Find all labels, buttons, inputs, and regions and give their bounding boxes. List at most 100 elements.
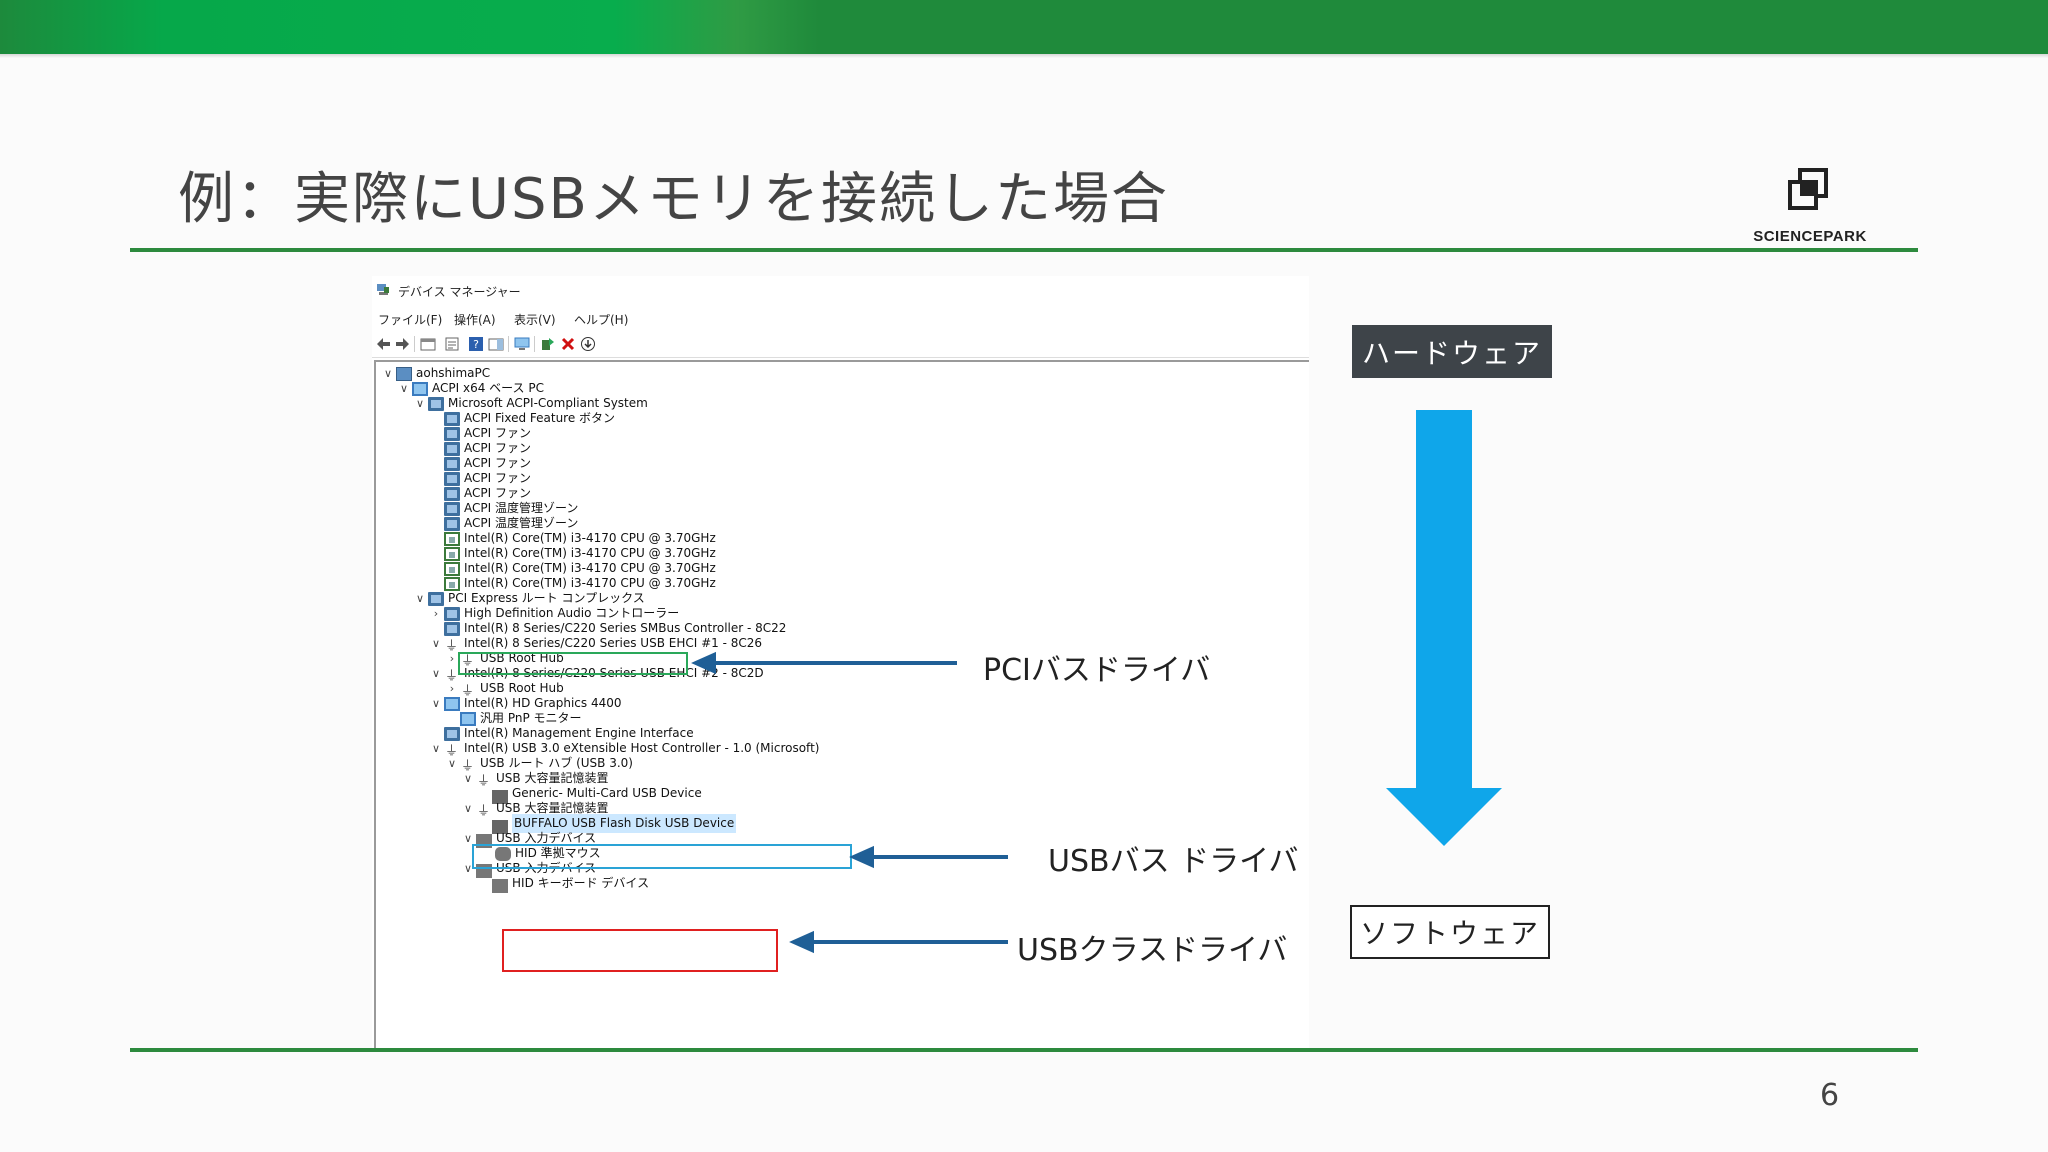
expand-chevron-icon[interactable]: ∨ <box>431 742 441 755</box>
back-arrow-icon[interactable] <box>376 336 392 352</box>
menu-view[interactable]: 表示(V) <box>514 313 556 327</box>
update-driver-icon[interactable] <box>540 336 556 352</box>
tree-item[interactable]: ∨ aohshimaPC <box>380 364 490 383</box>
tree-item[interactable]: ACPI 温度管理ゾーン <box>428 514 578 533</box>
usb-icon <box>460 650 476 669</box>
uninstall-device-icon[interactable] <box>560 336 576 352</box>
expand-chevron-icon[interactable]: ∨ <box>463 832 473 845</box>
tree-item[interactable]: ACPI ファン <box>428 469 531 488</box>
tree-item[interactable]: ∨ PCI Express ルート コンプレックス <box>412 589 645 608</box>
expand-chevron-icon[interactable]: › <box>449 652 455 665</box>
tree-item-label: Intel(R) HD Graphics 4400 <box>464 696 622 710</box>
usb-icon <box>476 800 492 819</box>
tree-item[interactable]: ∨ USB 大容量記憶装置 <box>460 769 609 789</box>
scan-hardware-icon[interactable] <box>514 336 530 352</box>
show-hide-console-icon[interactable] <box>420 336 436 352</box>
tree-item-label: Intel(R) 8 Series/C220 Series SMBus Cont… <box>464 621 787 635</box>
sciencepark-logo: SCIENCEPARK <box>1740 160 1880 250</box>
tree-item[interactable]: ACPI ファン <box>428 439 531 458</box>
tree-item-label: BUFFALO USB Flash Disk USB Device <box>512 814 737 833</box>
folder-icon <box>444 456 460 471</box>
help-icon[interactable]: ? <box>468 336 484 352</box>
tree-item-label: ACPI ファン <box>464 426 531 440</box>
tree-item-label: ACPI 温度管理ゾーン <box>464 501 579 515</box>
tree-item[interactable]: ACPI ファン <box>428 454 531 473</box>
tree-item-label: Generic- Multi-Card USB Device <box>512 786 702 800</box>
expand-chevron-icon[interactable]: ∨ <box>463 772 473 785</box>
tree-item[interactable]: Intel(R) Core(TM) i3-4170 CPU @ 3.70GHz <box>428 529 716 548</box>
tree-item[interactable]: HID キーボード デバイス <box>476 874 649 893</box>
tree-item-label: PCI Express ルート コンプレックス <box>448 591 645 605</box>
monitor-icon <box>444 696 460 711</box>
menu-help[interactable]: ヘルプ(H) <box>574 313 629 327</box>
folder-icon <box>444 621 460 636</box>
tree-item[interactable]: ∨Intel(R) USB 3.0 eXtensible Host Contro… <box>428 739 819 759</box>
cpu-icon <box>444 561 460 576</box>
expand-chevron-icon[interactable]: ∨ <box>463 802 473 815</box>
tree-item-label: High Definition Audio コントローラー <box>464 606 680 620</box>
action-pane-icon[interactable] <box>488 336 504 352</box>
tree-item-label: ACPI x64 ベース PC <box>432 381 544 395</box>
tree-item[interactable]: ∨Intel(R) 8 Series/C220 Series USB EHCI … <box>428 634 762 654</box>
expand-chevron-icon[interactable]: ∨ <box>447 757 457 770</box>
tree-item[interactable]: Generic- Multi-Card USB Device <box>476 784 702 804</box>
menu-file[interactable]: ファイル(F) <box>378 313 443 327</box>
tree-item[interactable]: ∨ ACPI x64 ベース PC <box>396 379 544 398</box>
tree-item[interactable]: 汎用 PnP モニター <box>444 709 582 728</box>
expand-chevron-icon[interactable]: ∨ <box>415 592 425 605</box>
tree-item[interactable]: › High Definition Audio コントローラー <box>428 604 679 623</box>
tree-item[interactable]: Intel(R) Management Engine Interface <box>428 724 694 743</box>
expand-chevron-icon[interactable]: ∨ <box>431 667 441 680</box>
tree-item-label: USB Root Hub <box>480 681 564 695</box>
expand-chevron-icon[interactable]: ∨ <box>463 862 473 875</box>
tree-item[interactable]: ACPI Fixed Feature ボタン <box>428 409 615 428</box>
logo-icon <box>1788 168 1828 210</box>
usb-class-driver-label: USBクラスドライバ <box>1017 933 1288 968</box>
menu-action[interactable]: 操作(A) <box>454 313 496 327</box>
tree-item[interactable]: ACPI ファン <box>428 484 531 503</box>
tree-item[interactable]: ∨Microsoft ACPI-Compliant System <box>412 394 648 413</box>
tree-item[interactable]: ∨USB 大容量記憶装置 <box>460 799 608 819</box>
tree-item[interactable]: ∨ Intel(R) HD Graphics 4400 <box>428 694 622 713</box>
tree-item[interactable]: Intel(R) Core(TM) i3-4170 CPU @ 3.70GHz <box>428 574 716 593</box>
download-icon[interactable] <box>580 336 596 352</box>
disk-icon <box>492 789 508 804</box>
tree-item-label: Intel(R) Management Engine Interface <box>464 726 694 740</box>
device-manager-icon <box>377 284 389 295</box>
tree-item[interactable]: ›USB Root Hub <box>444 649 564 669</box>
expand-chevron-icon[interactable]: ∨ <box>415 397 425 410</box>
monitor-icon <box>412 381 428 396</box>
forward-arrow-icon[interactable] <box>394 336 410 352</box>
expand-chevron-icon[interactable]: ∨ <box>431 697 441 710</box>
tree-item[interactable]: BUFFALO USB Flash Disk USB Device <box>476 814 737 834</box>
expand-chevron-icon[interactable]: ∨ <box>383 367 393 380</box>
tree-item-label: USB ルート ハブ (USB 3.0) <box>480 756 633 770</box>
pci-highlight-box <box>458 652 688 675</box>
tree-item-label: ACPI ファン <box>464 471 531 485</box>
hardware-label: ハードウェア <box>1352 325 1552 378</box>
tree-item-label: Intel(R) Core(TM) i3-4170 CPU @ 3.70GHz <box>464 576 716 590</box>
pci-bus-driver-label: PCIバスドライバ <box>983 653 1211 688</box>
folder-icon <box>444 726 460 741</box>
tree-item[interactable]: Intel(R) Core(TM) i3-4170 CPU @ 3.70GHz <box>428 559 716 578</box>
tree-item[interactable]: Intel(R) Core(TM) i3-4170 CPU @ 3.70GHz <box>428 544 716 563</box>
expand-chevron-icon[interactable]: › <box>433 607 439 620</box>
expand-chevron-icon[interactable]: ∨ <box>431 637 441 650</box>
tree-item-label: aohshimaPC <box>416 366 491 380</box>
tree-item[interactable]: Intel(R) 8 Series/C220 Series SMBus Cont… <box>428 619 786 638</box>
tree-item[interactable]: ∨ USB ルート ハブ (USB 3.0) <box>444 754 633 774</box>
expand-chevron-icon[interactable]: ∨ <box>399 382 409 395</box>
usb-bus-highlight-box <box>472 844 852 869</box>
properties-icon[interactable] <box>444 336 460 352</box>
folder-icon <box>444 501 460 516</box>
tree-item-label: USB 大容量記憶装置 <box>496 771 609 785</box>
folder-icon <box>444 516 460 531</box>
usb-icon <box>460 680 476 699</box>
expand-chevron-icon[interactable]: › <box>449 682 455 695</box>
folder-icon <box>444 471 460 486</box>
tree-item[interactable]: › USB Root Hub <box>444 679 564 699</box>
tree-item[interactable]: HID 準拠マウス <box>476 844 601 863</box>
tree-item[interactable]: ACPI ファン <box>428 424 531 443</box>
tree-item[interactable]: ACPI 温度管理ゾーン <box>428 499 578 518</box>
tree-item-label: ACPI 温度管理ゾーン <box>464 516 579 530</box>
